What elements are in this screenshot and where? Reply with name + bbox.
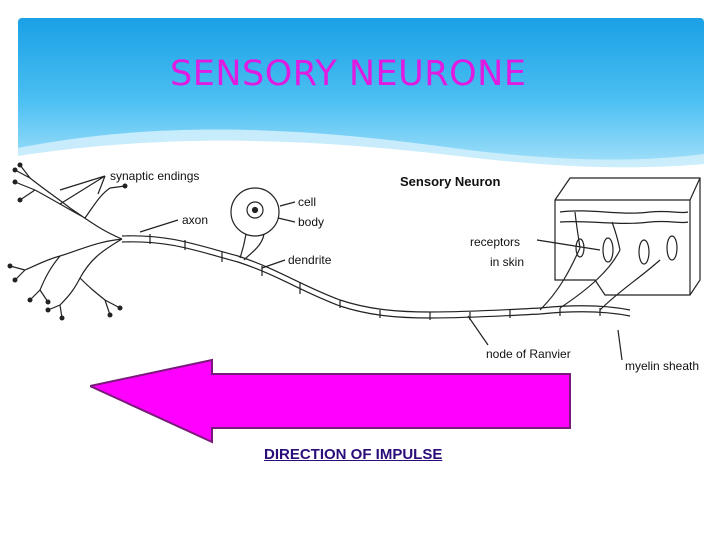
nucleus — [246, 201, 264, 219]
label-in-skin: in skin — [490, 255, 524, 269]
sensory-neuron-diagram: Sensory Neuron synaptic endings axon cel… — [7, 162, 701, 373]
axon-fiber — [121, 235, 631, 313]
label-receptors: receptors — [470, 235, 520, 249]
label-synaptic-endings: synaptic endings — [110, 169, 199, 183]
impulse-caption: DIRECTION OF IMPULSE — [264, 446, 443, 463]
label-cell: cell — [298, 195, 316, 209]
skin-block — [554, 177, 701, 296]
impulse-direction-arrow — [90, 358, 571, 444]
synaptic-endings — [9, 164, 126, 319]
label-myelin-sheath: myelin sheath — [625, 359, 699, 373]
label-axon: axon — [182, 213, 208, 227]
slide-title: SENSORY NEURONE — [170, 54, 527, 94]
label-body: body — [298, 215, 324, 229]
label-sensory-neuron: Sensory Neuron — [400, 174, 500, 189]
label-dendrite: dendrite — [288, 253, 332, 267]
cell-body — [230, 187, 280, 237]
label-node-of-ranvier: node of Ranvier — [486, 347, 571, 361]
slide-header-banner — [18, 18, 704, 170]
header-gradient-graphic — [18, 18, 704, 170]
